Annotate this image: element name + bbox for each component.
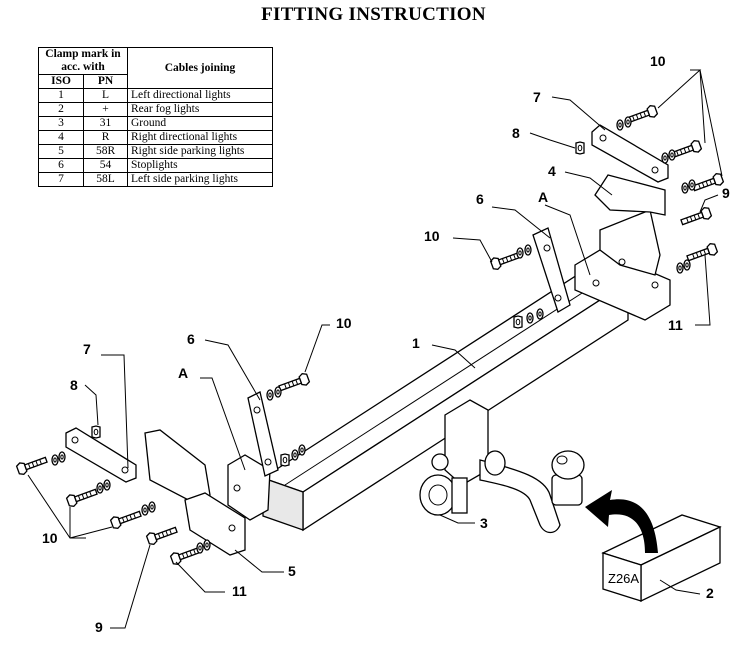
right-mounting-bracket — [574, 174, 671, 321]
label-2: 2 — [706, 585, 714, 601]
electrical-socket — [419, 474, 468, 516]
right-plate-7 — [591, 124, 669, 183]
label-10-left: 10 — [42, 530, 58, 546]
clamp-mark-header: Clamp mark in acc. with — [38, 47, 128, 75]
tow-ball-assembly — [431, 399, 585, 534]
label-4: 4 — [548, 163, 556, 179]
package-box: Z26A — [601, 514, 722, 603]
label-10-mid-right: 10 — [424, 228, 440, 244]
leader-lines — [27, 69, 723, 629]
label-7-right: 7 — [533, 89, 541, 105]
cable-cell: Left side parking lights — [127, 172, 273, 187]
box-code-label: Z26A — [608, 571, 639, 586]
table-row: 3 31 Ground — [37, 116, 273, 131]
pn-header: PN — [83, 74, 128, 89]
cable-joining-table: Clamp mark in acc. with Cables joining I… — [37, 47, 273, 187]
page-title: FITTING INSTRUCTION — [261, 4, 486, 25]
label-9-left: 9 — [95, 619, 103, 635]
label-7-left: 7 — [83, 341, 91, 357]
curved-arrow-icon — [585, 490, 658, 553]
label-a-left: A — [178, 365, 188, 381]
label-6-right: 6 — [476, 191, 484, 207]
label-6-left: 6 — [187, 331, 195, 347]
label-8-right: 8 — [512, 125, 520, 141]
label-3: 3 — [480, 515, 488, 531]
pn-cell: 58R — [83, 144, 128, 159]
label-9-right: 9 — [722, 185, 730, 201]
label-11-right: 11 — [668, 317, 683, 333]
table-row: 2 + Rear fog lights — [37, 102, 273, 117]
right-plate-6 — [532, 227, 571, 313]
label-8-left: 8 — [70, 377, 78, 393]
label-a-right: A — [538, 189, 548, 205]
left-plate-7 — [65, 427, 137, 483]
label-11-left: 11 — [232, 583, 247, 599]
table-row: 4 R Right directional lights — [37, 130, 273, 145]
table-row: 5 58R Right side parking lights — [37, 144, 273, 159]
left-mounting-bracket — [144, 429, 271, 556]
iso-cell: 7 — [37, 172, 85, 187]
cable-cell: Right side parking lights — [127, 144, 273, 159]
label-10-top: 10 — [650, 53, 666, 69]
table-row: 7 58L Left side parking lights — [37, 172, 273, 187]
label-1: 1 — [412, 335, 420, 351]
label-5: 5 — [288, 563, 296, 579]
label-10-mid: 10 — [336, 315, 352, 331]
